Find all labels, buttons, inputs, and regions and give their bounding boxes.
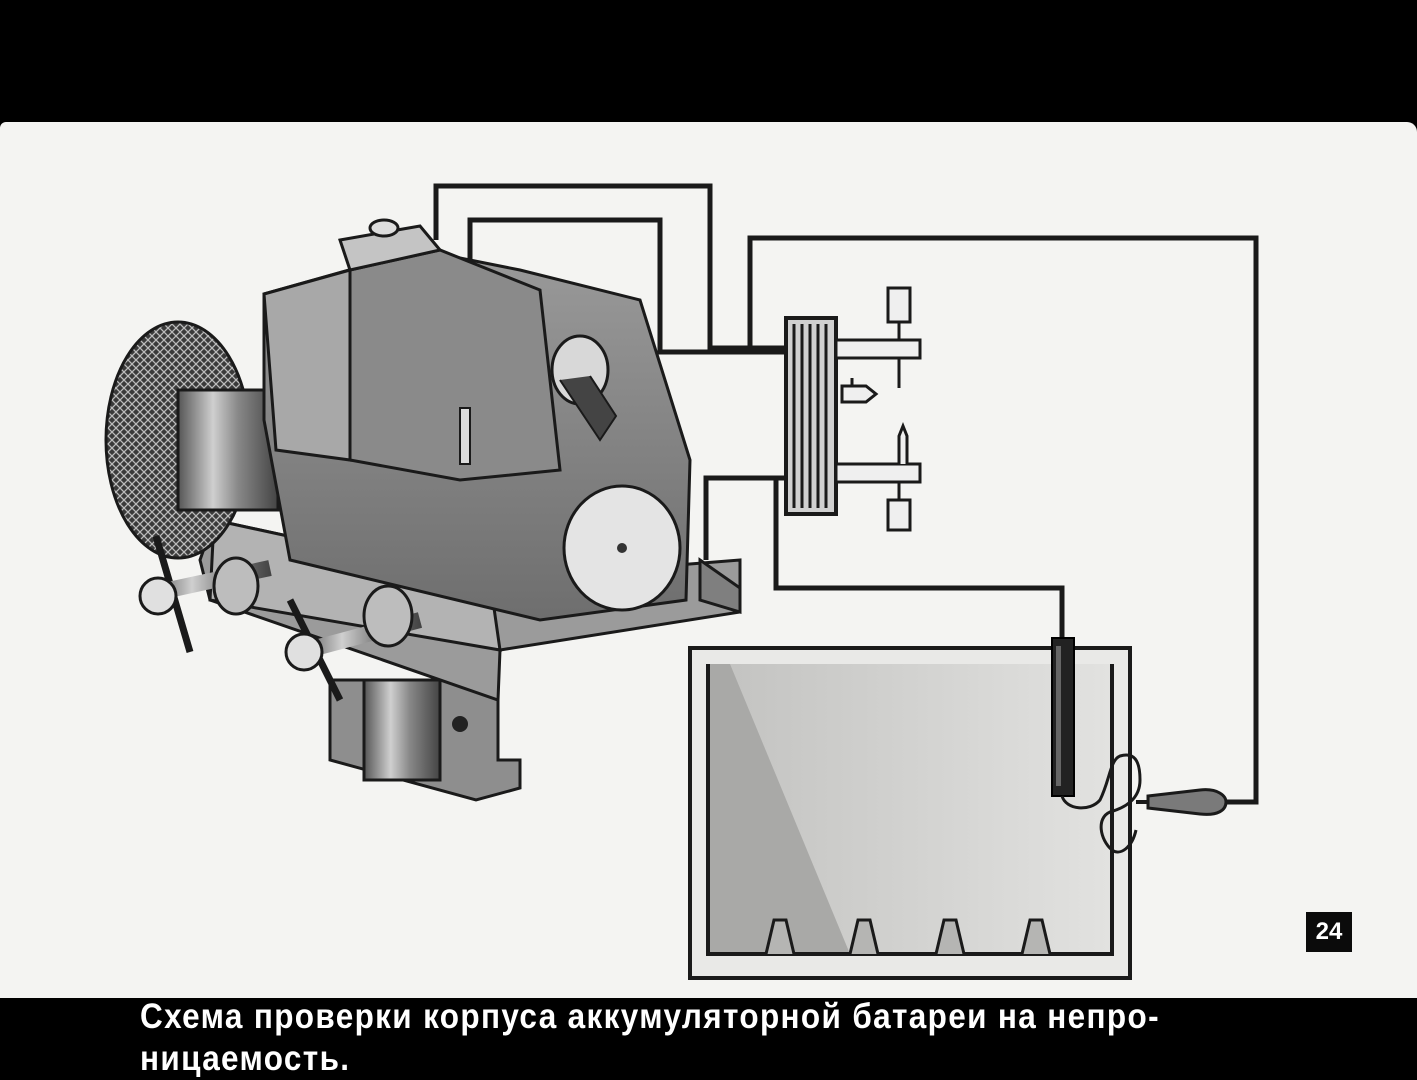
page-number-badge: 24 bbox=[1306, 912, 1352, 952]
caption-line-1: Схема проверки корпуса аккумуляторной ба… bbox=[140, 997, 1160, 1036]
wiring bbox=[433, 183, 1259, 805]
spark-gap-device bbox=[834, 286, 922, 532]
electrode-probe bbox=[1051, 637, 1142, 854]
probe-handle bbox=[1136, 788, 1228, 816]
slide-caption: Схема проверки корпуса аккумуляторной ба… bbox=[140, 996, 1175, 1080]
induction-coil bbox=[784, 316, 838, 516]
vise-handles bbox=[138, 535, 423, 702]
caption-line-2: ницаемость. bbox=[140, 1039, 351, 1078]
case-ribs bbox=[764, 918, 1052, 955]
machine-vise bbox=[104, 218, 742, 802]
test-scheme-diagram bbox=[104, 183, 1259, 980]
